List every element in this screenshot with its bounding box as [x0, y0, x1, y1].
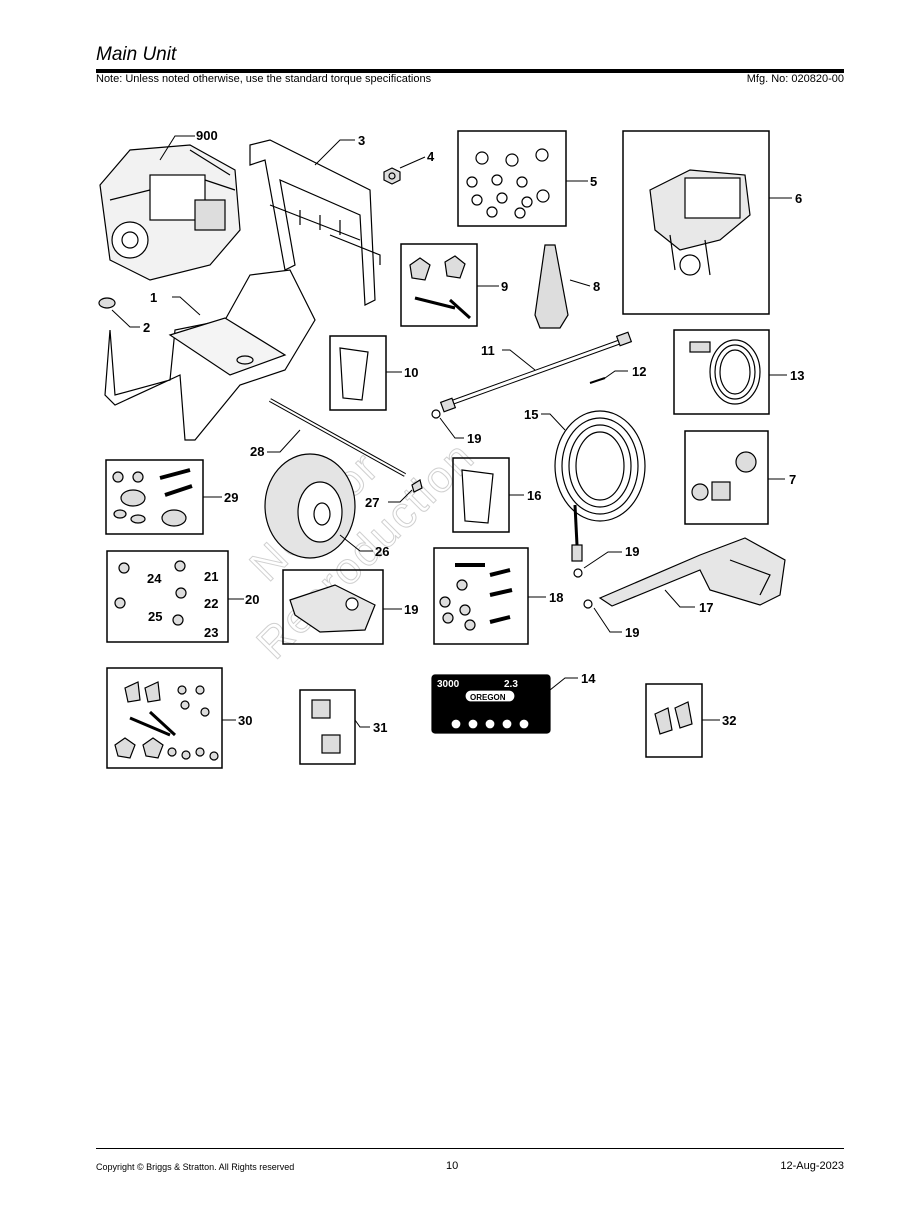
hardware-kit-part — [114, 681, 219, 761]
box-10 — [329, 335, 387, 411]
o-ring-part — [583, 599, 593, 609]
o-ring-part — [573, 568, 583, 578]
callout-15: 15 — [524, 407, 538, 422]
hose-clip-part — [654, 701, 693, 735]
callout-1: 1 — [150, 290, 157, 305]
footer-date: 12-Aug-2023 — [780, 1160, 844, 1172]
wheel-part — [264, 453, 356, 559]
callout-19-b: 19 — [625, 544, 639, 559]
leader-lines — [111, 135, 792, 728]
header-rule — [96, 69, 844, 73]
box-13 — [673, 329, 770, 415]
callout-17: 17 — [699, 600, 713, 615]
callout-21: 21 — [204, 569, 218, 584]
decal-part — [339, 347, 369, 401]
box-19 — [282, 569, 384, 645]
callout-19-a: 19 — [467, 431, 481, 446]
callout-5: 5 — [590, 174, 597, 189]
callout-24: 24 — [147, 571, 162, 586]
callout-27: 27 — [365, 495, 379, 510]
callout-26: 26 — [375, 544, 389, 559]
box-20 — [106, 550, 229, 643]
callout-4: 4 — [427, 149, 435, 164]
box-32 — [645, 683, 703, 758]
box-5 — [457, 130, 567, 227]
spray-gun-part — [598, 537, 786, 607]
copyright: Copyright © Briggs & Stratton. All Right… — [96, 1162, 295, 1172]
callout-11: 11 — [481, 343, 495, 358]
callout-22: 22 — [204, 596, 218, 611]
callout-9: 9 — [501, 279, 508, 294]
screw-kit-part — [114, 560, 187, 626]
footer-rule — [96, 1148, 844, 1149]
base-frame-part — [104, 269, 316, 441]
callout-29: 29 — [224, 490, 238, 505]
callout-900: 900 — [196, 128, 218, 143]
callout-13: 13 — [790, 368, 804, 383]
callout-3: 3 — [358, 133, 365, 148]
callout-16: 16 — [527, 488, 541, 503]
callout-2: 2 — [143, 320, 150, 335]
pin-part — [589, 377, 606, 384]
o-ring-part — [431, 409, 441, 419]
callout-8: 8 — [593, 279, 600, 294]
callout-19-d: 19 — [625, 625, 639, 640]
nut-part — [383, 167, 401, 185]
box-9 — [400, 243, 478, 327]
callout-10: 10 — [404, 365, 418, 380]
parts-diagram: Not For Reproduction — [98, 128, 804, 769]
torque-note: Note: Unless noted otherwise, use the st… — [96, 73, 432, 85]
foot-part — [98, 297, 116, 309]
decal-psi: 3000 — [437, 679, 460, 690]
callout-28: 28 — [250, 444, 264, 459]
callout-30: 30 — [238, 713, 252, 728]
hose-coil-part — [689, 339, 761, 405]
callout-25: 25 — [148, 609, 162, 624]
page-number: 10 — [446, 1160, 459, 1172]
decal-gpm: 2.3 — [504, 679, 518, 690]
clip-part — [411, 479, 423, 493]
mfg-number: Mfg. No: 020820-00 — [746, 73, 844, 85]
nozzle-cover-part — [534, 244, 569, 329]
bolt-kit-part — [439, 563, 513, 631]
engine-part — [99, 144, 241, 281]
decal-part — [461, 469, 494, 524]
callout-6: 6 — [795, 191, 802, 206]
callout-20: 20 — [245, 592, 259, 607]
box-30 — [106, 667, 223, 769]
callout-19-c: 19 — [404, 602, 418, 617]
page-title: Main Unit — [96, 44, 177, 65]
callout-31: 31 — [373, 720, 387, 735]
callout-14: 14 — [581, 671, 596, 686]
box-31 — [299, 689, 356, 765]
box-6 — [622, 130, 770, 315]
quick-connect-part — [311, 699, 341, 754]
guard-plate-part — [289, 584, 376, 633]
control-panel-decal-part — [431, 674, 551, 734]
callout-32: 32 — [722, 713, 736, 728]
spray-wand-part — [439, 331, 633, 413]
mount-kit-part — [466, 148, 550, 219]
fitting-part — [691, 451, 757, 501]
callout-7: 7 — [789, 472, 796, 487]
decal-brand: OREGON — [470, 693, 506, 702]
callout-12: 12 — [632, 364, 646, 379]
box-18 — [433, 547, 529, 645]
knob-bolt-part — [409, 255, 472, 320]
box-7 — [684, 430, 769, 525]
high-pressure-hose-part — [554, 410, 646, 562]
callout-18: 18 — [549, 590, 563, 605]
callout-23: 23 — [204, 625, 218, 640]
frame-handle-part — [249, 139, 381, 306]
vibration-mount-part — [112, 468, 193, 527]
callouts: 900 3 4 5 6 1 2 9 8 10 11 12 13 19 15 7 … — [143, 128, 804, 735]
pump-part — [649, 169, 751, 276]
